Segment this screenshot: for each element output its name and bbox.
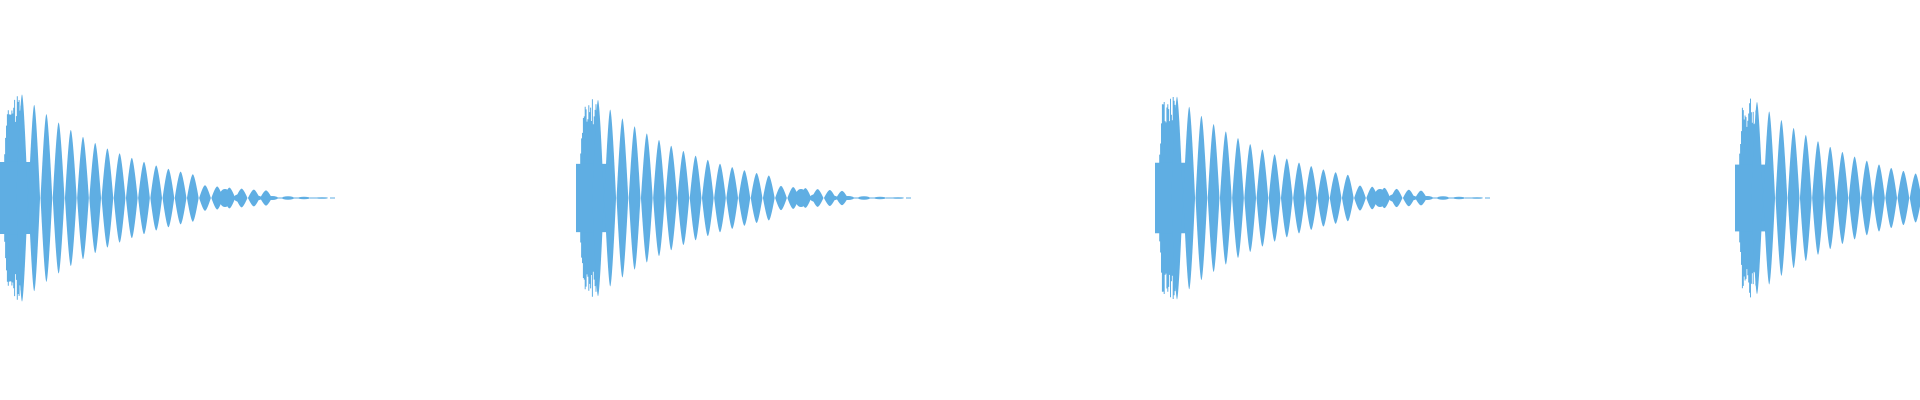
burst-lobe xyxy=(787,187,800,209)
burst-lobe xyxy=(665,145,678,251)
burst-lobe xyxy=(1244,144,1257,252)
burst-lobe xyxy=(113,153,126,243)
burst-lobe xyxy=(1171,96,1183,300)
burst-lobe xyxy=(726,167,739,229)
burst-tail-ripple xyxy=(1374,189,1386,207)
burst-lobe xyxy=(714,163,726,233)
waveform-burst-3 xyxy=(1155,96,1490,300)
burst-lobe xyxy=(1775,120,1788,276)
burst-lobe xyxy=(653,139,665,257)
burst-lobe xyxy=(1305,166,1318,230)
burst-lobe xyxy=(604,109,617,287)
burst-lobe xyxy=(775,185,787,211)
burst-lobe xyxy=(1763,111,1776,285)
burst-lobe xyxy=(689,155,702,241)
burst-lobe xyxy=(1195,115,1208,281)
burst-lobe xyxy=(16,94,28,302)
burst-lobe xyxy=(101,148,114,248)
waveform-burst-1 xyxy=(0,94,335,302)
burst-lobe xyxy=(1812,141,1824,255)
burst-lobe xyxy=(150,165,163,231)
burst-lobe xyxy=(616,118,629,278)
burst-lobe xyxy=(750,173,763,223)
burst-lobe xyxy=(1787,127,1800,269)
burst-lobe xyxy=(1799,134,1812,262)
burst-lobe xyxy=(677,151,690,245)
burst-lobe xyxy=(640,133,653,263)
burst-lobe xyxy=(1341,174,1354,222)
burst-lobe xyxy=(1860,160,1873,236)
burst-lobe xyxy=(1256,149,1269,247)
burst-lobe xyxy=(1885,167,1898,229)
burst-lobe xyxy=(1836,152,1849,244)
burst-lobe xyxy=(89,142,102,254)
burst-lobe xyxy=(1232,138,1244,258)
burst-lobe xyxy=(1219,131,1232,265)
burst-lobe xyxy=(174,171,187,225)
burst-lobe xyxy=(138,161,150,235)
burst-lobe xyxy=(1293,162,1305,234)
burst-lobe xyxy=(28,104,41,292)
burst-tail-ripple xyxy=(282,196,294,200)
burst-lobe xyxy=(1751,101,1763,295)
burst-lobe xyxy=(125,157,138,239)
burst-lobe xyxy=(162,168,175,228)
burst-lobe xyxy=(762,175,775,221)
burst-lobe xyxy=(592,99,604,297)
burst-lobe xyxy=(1897,170,1910,226)
burst-lobe xyxy=(211,186,224,210)
burst-lobe xyxy=(64,130,77,266)
burst-tail-ripple xyxy=(219,189,231,207)
burst-lobe xyxy=(199,185,211,211)
burst-tail-ripple xyxy=(795,189,807,207)
burst-lobe xyxy=(1329,172,1342,224)
burst-lobe xyxy=(1268,154,1281,242)
burst-lobe xyxy=(1366,186,1379,210)
burst-lobe xyxy=(701,159,714,237)
burst-lobe xyxy=(738,170,751,226)
burst-lobe xyxy=(1824,146,1837,250)
burst-tail-ripple xyxy=(858,196,870,200)
burst-lobe xyxy=(628,126,641,270)
burst-lobe xyxy=(186,174,199,222)
waveform-burst-2 xyxy=(576,99,911,297)
burst-tail-ripple xyxy=(1437,196,1449,200)
burst-lobe xyxy=(1873,164,1885,232)
burst-lobe xyxy=(1280,158,1293,238)
waveform-burst-4 xyxy=(1735,98,1920,298)
burst-lobe xyxy=(40,114,53,282)
burst-lobe xyxy=(1183,106,1196,290)
burst-lobe xyxy=(1354,185,1366,211)
burst-lobe xyxy=(1317,169,1330,227)
burst-lobe xyxy=(1909,173,1920,223)
burst-lobe xyxy=(1207,124,1220,272)
burst-lobe xyxy=(1848,156,1861,240)
burst-lobe xyxy=(52,122,65,274)
burst-lobe xyxy=(77,136,89,260)
